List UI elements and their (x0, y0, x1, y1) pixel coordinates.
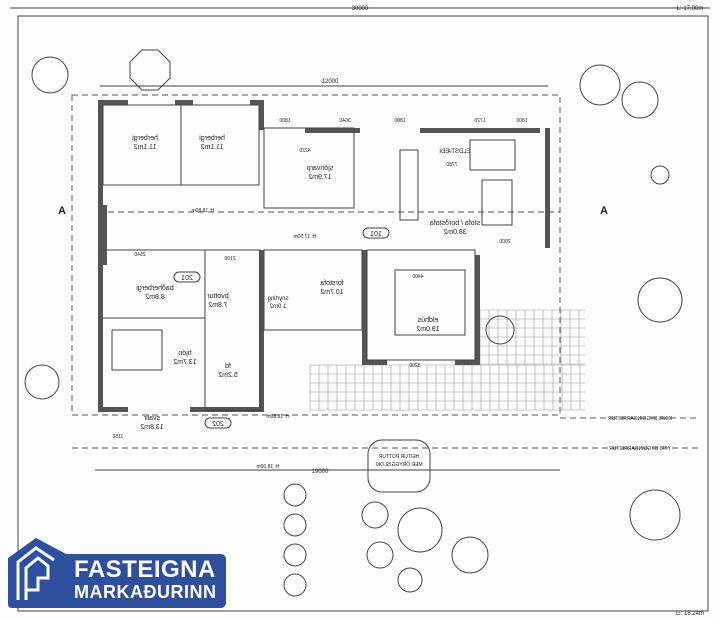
house-logo-icon (16, 546, 55, 600)
svg-text:2100: 2100 (224, 256, 235, 262)
svg-text:H: 18.80m: H: 18.80m (191, 208, 214, 214)
svg-text:13.7m2: 13.7m2 (173, 359, 196, 366)
svg-text:baðherbergi: baðherbergi (136, 284, 174, 292)
room-herbergi-2: herbergi 11.1m2 (199, 135, 225, 151)
bottom-dimension: 19000 (312, 469, 329, 475)
fasteignamarkadurinn-logo: FASTEIGNA MARKAÐURINN (8, 538, 228, 610)
svg-text:herbergi: herbergi (199, 135, 225, 142)
svg-text:3200: 3200 (409, 363, 420, 369)
hot-tub-label-2: MEÐ ÖRYGGISLOKI (375, 461, 422, 468)
svg-text:19.0m2: 19.0m2 (416, 326, 439, 333)
svg-text:1720: 1720 (474, 118, 485, 124)
svg-text:sjónvarp: sjónvarp (307, 165, 334, 172)
hot-tub (367, 439, 431, 493)
room-sjonvarp: sjónvarp 17.9m2 (307, 165, 334, 181)
svg-text:2000: 2000 (499, 239, 510, 245)
svg-text:7.8m2: 7.8m2 (208, 302, 228, 309)
fireplace-label: ELDSTÆÐI (439, 149, 471, 155)
room-hjon: hjón 13.7m2 (173, 350, 196, 366)
svg-text:hjón: hjón (178, 350, 191, 357)
room-forstofa: forstofa 10.7m2 (320, 280, 343, 296)
svg-text:8.8m2: 8.8m2 (145, 294, 165, 301)
logo-line-1: FASTEIGNA (74, 556, 216, 583)
svg-text:13.8m2: 13.8m2 (140, 424, 163, 431)
room-labels: herbergi 11.1m2 herbergi 11.1m2 sjónvarp 17… (132, 135, 480, 431)
svg-text:11.1m2: 11.1m2 (200, 144, 223, 151)
room-fd: fd 5.2m2 (218, 363, 238, 379)
section-marker-left: A (58, 205, 66, 217)
room-eldhus: eldhús 19.0m2 (416, 317, 439, 333)
lot-boundary (17, 15, 709, 612)
svg-text:fd: fd (225, 363, 231, 370)
svg-text:1800: 1800 (279, 118, 290, 124)
north-arrow-icon (650, 165, 670, 185)
inner-building-boundary (71, 94, 561, 416)
svg-text:H: 18.80m: H: 18.80m (266, 414, 289, 420)
room-thvottur: þvottur 7.8m2 (207, 293, 229, 309)
svg-text:H: 18.00m: H: 18.00m (256, 464, 279, 470)
lot-bottom-label: G: 18.24m (676, 611, 704, 617)
inner-boundary-label: INNRI BYGGINGARREITUR (608, 416, 672, 422)
interior-lines (98, 104, 560, 411)
svg-text:11.1m2: 11.1m2 (133, 144, 156, 151)
section-marker-right: A (600, 205, 608, 217)
svg-text:17.9m2: 17.9m2 (308, 174, 331, 181)
svg-text:1800: 1800 (516, 118, 527, 124)
room-badherbergi: baðherbergi 8.8m2 (136, 284, 174, 301)
logo-background (8, 538, 226, 608)
svg-text:2540: 2540 (134, 252, 145, 258)
umbrella-symbol (129, 49, 171, 91)
lot-top-label: L: 17.00m (677, 6, 704, 12)
svg-text:202: 202 (212, 421, 224, 428)
svg-text:H: 17.50m: H: 17.50m (293, 234, 316, 240)
room-numbers: 101 201 202 (173, 227, 390, 429)
svg-text:forstofa: forstofa (320, 280, 343, 287)
svg-text:5.2m2: 5.2m2 (218, 372, 238, 379)
wall-dimensions: 1800 3640 1800 1720 1800 7780 4220 2540 … (112, 118, 527, 440)
logo-line-2: MARKAÐURINN (74, 582, 217, 602)
svg-text:38.0m2: 38.0m2 (443, 229, 466, 236)
svg-text:10.7m2: 10.7m2 (320, 289, 343, 296)
svg-text:1800: 1800 (394, 118, 405, 124)
hot-tub-label-1: HEITUR POTTUR (378, 454, 419, 460)
svg-text:1.9m2: 1.9m2 (269, 304, 286, 310)
svg-text:7780: 7780 (446, 162, 457, 168)
height-labels: H: 18.80m H: 17.50m H: 18.80m H: 18.00m (191, 208, 316, 470)
svg-text:1150: 1150 (112, 434, 123, 440)
terrace-paving (309, 309, 585, 411)
svg-text:3640: 3640 (339, 118, 350, 124)
outer-boundary-label: YTRI BYGGINGARREITUR (609, 446, 671, 452)
room-stofa: stofa / borðstofa 38.0m2 (430, 219, 480, 236)
svg-text:herbergi: herbergi (132, 135, 158, 142)
room-snyrting: snyrting 1.9m2 (267, 296, 288, 310)
top-total-dimension: 30000 (352, 6, 369, 12)
trees (24, 56, 683, 597)
svg-text:4220: 4220 (299, 148, 310, 154)
svg-text:stofa / borðstofa: stofa / borðstofa (430, 219, 480, 227)
svg-text:4400: 4400 (412, 274, 423, 280)
svg-text:201: 201 (181, 275, 193, 282)
house-width-dimension: 12000 (322, 79, 339, 85)
svg-text:þvottur: þvottur (207, 293, 229, 300)
svg-text:snyrting: snyrting (267, 296, 288, 302)
svg-text:svalir: svalir (143, 415, 160, 422)
svg-text:eldhús: eldhús (417, 317, 438, 324)
room-svalir: svalir 13.8m2 (140, 415, 163, 431)
room-herbergi-1: herbergi 11.1m2 (132, 135, 158, 151)
svg-text:101: 101 (370, 231, 382, 238)
